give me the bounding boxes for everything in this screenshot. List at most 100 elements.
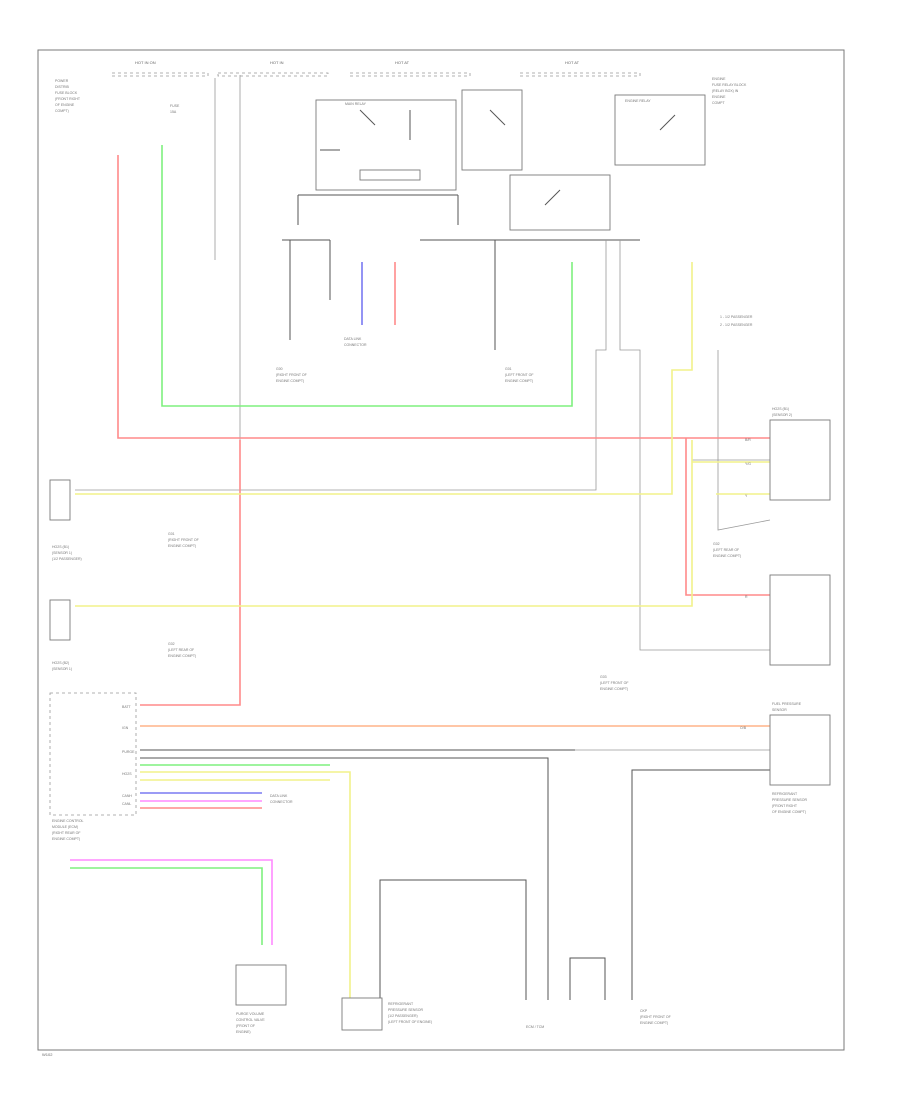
svg-text:FUSE BLOCK: FUSE BLOCK — [55, 91, 78, 95]
svg-text:G01: G01 — [505, 367, 512, 371]
svg-text:ENGINE COMPT): ENGINE COMPT) — [52, 837, 80, 841]
svg-text:ENGINE: ENGINE — [712, 77, 726, 81]
svg-text:(LEFT REAR OF: (LEFT REAR OF — [713, 548, 739, 552]
svg-text:DATA LINK: DATA LINK — [270, 794, 288, 798]
svg-text:FUEL PRESSURE: FUEL PRESSURE — [772, 702, 802, 706]
svg-text:OF ENGINE: OF ENGINE — [55, 103, 75, 107]
svg-text:1 - 1/2 PASSENGER: 1 - 1/2 PASSENGER — [720, 315, 753, 319]
red-wire-relay — [685, 438, 770, 596]
green-wire-lower — [70, 867, 263, 945]
svg-text:(LEFT FRONT OF ENGINE): (LEFT FRONT OF ENGINE) — [388, 1020, 432, 1024]
engine-control-module — [49, 692, 137, 816]
svg-text:B/R: B/R — [745, 438, 751, 442]
svg-text:HOT IN: HOT IN — [270, 60, 284, 65]
svg-text:HOT AT: HOT AT — [565, 60, 580, 65]
svg-text:DATA LINK: DATA LINK — [344, 337, 362, 341]
svg-text:HO2S (B2): HO2S (B2) — [52, 661, 69, 665]
svg-text:Y/G: Y/G — [745, 462, 751, 466]
svg-text:PURGE: PURGE — [122, 750, 135, 754]
top-fuse-section: HOT IN ON HOT IN HOT AT HOT AT POWER DIS… — [55, 60, 747, 383]
svg-text:HO2S: HO2S — [122, 772, 132, 776]
svg-text:G02: G02 — [713, 542, 720, 546]
svg-text:G03: G03 — [600, 675, 607, 679]
svg-text:(1/2 PASSENGER): (1/2 PASSENGER) — [388, 1014, 418, 1018]
bottom-components: PURGE VOLUME CONTROL VALVE (FRONT OF ENG… — [235, 964, 671, 1034]
svg-text:CANH: CANH — [122, 794, 132, 798]
svg-text:HOT AT: HOT AT — [395, 60, 410, 65]
svg-text:15A: 15A — [170, 110, 177, 114]
red-wire-main — [117, 155, 770, 439]
svg-text:(SENSOR 1): (SENSOR 1) — [52, 667, 72, 671]
svg-text:(LEFT REAR OF: (LEFT REAR OF — [168, 648, 194, 652]
svg-text:FUSE RELAY BLOCK: FUSE RELAY BLOCK — [712, 83, 747, 87]
svg-text:REFRIGERANT: REFRIGERANT — [772, 792, 798, 796]
svg-text:(RIGHT FRONT OF: (RIGHT FRONT OF — [640, 1015, 671, 1019]
svg-text:POWER: POWER — [55, 79, 69, 83]
svg-text:PRESSURE SENSOR: PRESSURE SENSOR — [772, 798, 807, 802]
svg-text:(1/2 PASSENGER): (1/2 PASSENGER) — [52, 557, 82, 561]
svg-text:(RELAY BOX) IN: (RELAY BOX) IN — [712, 89, 739, 93]
svg-text:ENGINE COMPT): ENGINE COMPT) — [168, 654, 196, 658]
svg-text:ENGINE COMPT): ENGINE COMPT) — [600, 687, 628, 691]
svg-text:ENGINE CONTROL: ENGINE CONTROL — [52, 819, 84, 823]
svg-text:ECM / TCM: ECM / TCM — [526, 1025, 544, 1029]
svg-text:CANL: CANL — [122, 802, 131, 806]
red-wire-ecm — [140, 440, 241, 706]
svg-text:PRESSURE SENSOR: PRESSURE SENSOR — [388, 1008, 423, 1012]
svg-text:G01: G01 — [168, 532, 175, 536]
right-components: HO2S (B1) (SENSOR 2) G02 (LEFT REAR OF E… — [600, 315, 831, 814]
svg-text:HO2S (B1): HO2S (B1) — [772, 407, 789, 411]
svg-text:ENGINE COMPT): ENGINE COMPT) — [640, 1021, 668, 1025]
svg-text:MAIN RELAY: MAIN RELAY — [345, 102, 367, 106]
svg-text:(RIGHT FRONT OF: (RIGHT FRONT OF — [168, 538, 199, 542]
svg-text:(SENSOR 1): (SENSOR 1) — [52, 551, 72, 555]
svg-text:FUSE: FUSE — [170, 104, 180, 108]
svg-text:(SENSOR 2): (SENSOR 2) — [772, 413, 792, 417]
yellow-wire-b — [75, 440, 693, 607]
svg-text:ENGINE COMPT): ENGINE COMPT) — [505, 379, 533, 383]
svg-text:(FRONT RIGHT: (FRONT RIGHT — [55, 97, 81, 101]
svg-text:CONNECTOR: CONNECTOR — [344, 343, 367, 347]
svg-text:CKP: CKP — [640, 1009, 648, 1013]
green-wire-main — [161, 145, 573, 407]
svg-text:REFRIGERANT: REFRIGERANT — [388, 1002, 414, 1006]
lower-gray-wires — [140, 749, 770, 1000]
svg-text:ENGINE COMPT): ENGINE COMPT) — [713, 554, 741, 558]
svg-text:G00: G00 — [276, 367, 283, 371]
wire-tags: BATT IGN PURGE HO2S CANH CANL B/R Y/G Y … — [122, 438, 751, 806]
diagram-frame — [37, 49, 845, 1051]
svg-text:R: R — [745, 595, 748, 599]
svg-text:(LEFT FRONT OF: (LEFT FRONT OF — [600, 681, 628, 685]
footer-code: W102 — [42, 1052, 53, 1057]
svg-text:ENGINE): ENGINE) — [236, 1030, 251, 1034]
yellow-wire-a — [75, 262, 693, 495]
svg-text:Y: Y — [745, 494, 748, 498]
svg-text:MODULE (ECM): MODULE (ECM) — [52, 825, 78, 829]
left-components: HO2S (B1) (SENSOR 1) (1/2 PASSENGER) G01… — [49, 479, 293, 841]
svg-text:ENGINE RELAY: ENGINE RELAY — [625, 99, 651, 103]
pink-wire — [70, 859, 273, 945]
colored-wires — [70, 145, 770, 998]
svg-text:BATT: BATT — [122, 705, 132, 709]
svg-text:HO2S (B1): HO2S (B1) — [52, 545, 69, 549]
svg-text:(RIGHT REAR OF: (RIGHT REAR OF — [52, 831, 81, 835]
svg-text:2 - 1/2 PASSENGER: 2 - 1/2 PASSENGER — [720, 323, 753, 327]
svg-text:HOT IN ON: HOT IN ON — [135, 60, 156, 65]
yellow-wire-ecm — [140, 771, 351, 998]
svg-text:CONNECTOR: CONNECTOR — [270, 800, 293, 804]
svg-text:COMPT: COMPT — [712, 101, 726, 105]
svg-text:(RIGHT FRONT OF: (RIGHT FRONT OF — [276, 373, 307, 377]
svg-text:DISTRIB: DISTRIB — [55, 85, 69, 89]
svg-text:ENGINE: ENGINE — [712, 95, 726, 99]
svg-text:(FRONT RIGHT: (FRONT RIGHT — [772, 804, 798, 808]
svg-text:O/B: O/B — [740, 726, 747, 730]
svg-text:ENGINE COMPT): ENGINE COMPT) — [276, 379, 304, 383]
svg-text:G02: G02 — [168, 642, 175, 646]
svg-text:ENGINE COMPT): ENGINE COMPT) — [168, 544, 196, 548]
svg-text:COMPT): COMPT) — [55, 109, 69, 113]
svg-text:(FRONT OF: (FRONT OF — [236, 1024, 255, 1028]
svg-text:CONTROL VALVE: CONTROL VALVE — [236, 1018, 265, 1022]
svg-text:OF ENGINE COMPT): OF ENGINE COMPT) — [772, 810, 806, 814]
svg-text:PURGE VOLUME: PURGE VOLUME — [236, 1012, 265, 1016]
